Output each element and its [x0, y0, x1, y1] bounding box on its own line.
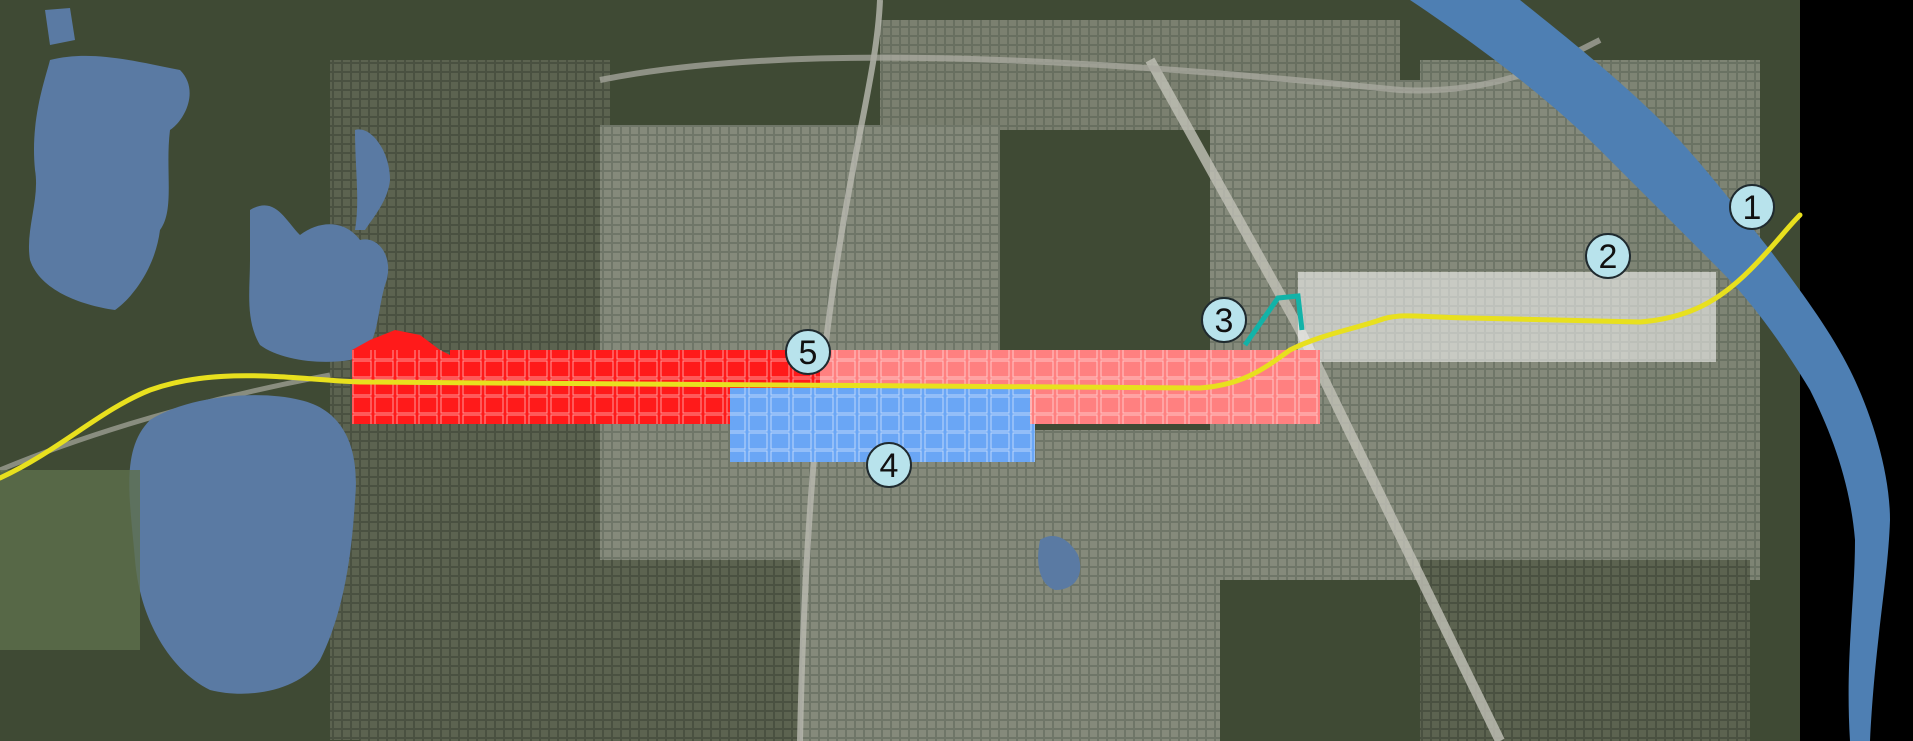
marker-5[interactable]: 5: [785, 329, 831, 375]
marker-1-circle: [1729, 184, 1775, 230]
lake-northwest: [28, 55, 190, 310]
marker-3[interactable]: 3: [1201, 297, 1247, 343]
marker-1-label: 1: [1743, 189, 1762, 227]
marker-4-circle: [866, 442, 912, 488]
segment-teal: [1242, 293, 1305, 347]
lake-north-small: [45, 8, 75, 45]
marker-5-circle: [785, 329, 831, 375]
urban-grid-south: [800, 430, 1220, 741]
urban-grid-southwest: [360, 560, 800, 741]
marker-4[interactable]: 4: [866, 442, 912, 488]
marker-2-label: 2: [1599, 238, 1618, 276]
map-right-border: [1895, 0, 1913, 741]
highway-north-south: [797, 0, 883, 741]
route-line: [0, 212, 1803, 481]
marker-2[interactable]: 2: [1585, 233, 1631, 279]
park-southwest: [0, 470, 140, 650]
lake-southwest: [129, 395, 356, 694]
urban-grid-north: [880, 20, 1400, 130]
lake-central: [249, 205, 389, 362]
marker-3-label: 3: [1215, 302, 1234, 340]
marker-5-label: 5: [799, 334, 818, 372]
marker-2-circle: [1585, 233, 1631, 279]
river: [1410, 0, 1890, 741]
marker-3-circle: [1201, 297, 1247, 343]
urban-grid-southeast: [1420, 560, 1750, 741]
lake-channel: [355, 129, 390, 230]
pond-south: [1038, 535, 1081, 590]
marker-4-label: 4: [880, 447, 899, 485]
marker-1[interactable]: 1: [1729, 184, 1775, 230]
